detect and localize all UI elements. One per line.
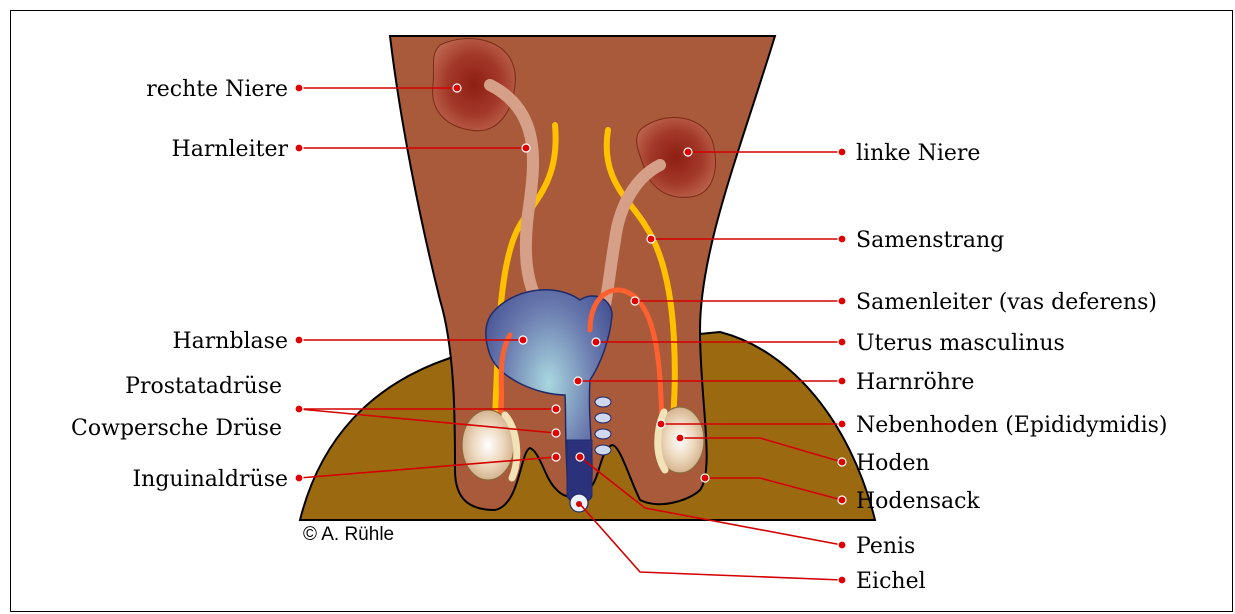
- dot-inguinal-outer: [295, 474, 303, 482]
- dot-nebenhoden-inner: [657, 420, 665, 428]
- dot-hoden-inner: [676, 434, 684, 442]
- label-penis: Penis: [856, 534, 915, 559]
- dot-inguinal-inner: [552, 453, 560, 461]
- dot-rechte-niere-inner: [453, 84, 461, 92]
- dot-harnblase-inner: [519, 336, 527, 344]
- label-samenleiter: Samenleiter (vas deferens): [856, 290, 1157, 315]
- label-nebenhoden: Nebenhoden (Epididymidis): [856, 413, 1168, 438]
- dot-samenstrang-inner: [647, 235, 655, 243]
- dot-samenstrang-outer: [838, 235, 846, 243]
- label-inguinaldruese: Inguinaldrüse: [132, 467, 288, 492]
- label-cowpersche-druese: Cowpersche Drüse: [71, 416, 282, 441]
- dot-prostata-inner: [552, 405, 560, 413]
- dot-hodensack-inner: [701, 474, 709, 482]
- label-prostatadruese: Prostatadrüse: [125, 374, 282, 399]
- label-hoden: Hoden: [856, 451, 930, 476]
- dot-hoden-outer: [838, 458, 846, 466]
- dot-samenleiter-outer: [838, 297, 846, 305]
- dot-penis-outer: [838, 541, 846, 549]
- dot-harnleiter-inner: [522, 144, 530, 152]
- dot-linke-niere-outer: [838, 148, 846, 156]
- gland-4: [595, 445, 611, 455]
- dot-harnleiter-outer: [295, 144, 303, 152]
- dot-cowper-inner: [552, 429, 560, 437]
- gland-3: [595, 429, 611, 439]
- dot-prostata-outer: [295, 405, 303, 413]
- penis-shape: [567, 440, 592, 503]
- dot-harnroehre-inner: [574, 377, 582, 385]
- gland-2: [595, 413, 611, 423]
- dot-harnroehre-outer: [838, 377, 846, 385]
- dot-penis-inner: [576, 453, 584, 461]
- label-linke-niere: linke Niere: [856, 141, 980, 166]
- gland-1: [595, 397, 611, 407]
- dot-linke-niere-inner: [684, 148, 692, 156]
- label-rechte-niere: rechte Niere: [146, 77, 288, 102]
- label-uterus-masculinus: Uterus masculinus: [856, 331, 1065, 356]
- dot-hodensack-outer: [838, 496, 846, 504]
- label-harnleiter: Harnleiter: [172, 137, 289, 162]
- label-harnroehre: Harnröhre: [856, 370, 974, 395]
- label-hodensack: Hodensack: [856, 489, 980, 514]
- dot-nebenhoden-outer: [838, 420, 846, 428]
- label-harnblase: Harnblase: [172, 329, 288, 354]
- label-eichel: Eichel: [856, 569, 926, 594]
- dot-rechte-niere-outer: [295, 84, 303, 92]
- dot-eichel-outer: [838, 576, 846, 584]
- right-kidney-shape: [433, 38, 516, 130]
- copyright-text: © A. Rühle: [303, 524, 394, 545]
- dot-harnblase-outer: [295, 336, 303, 344]
- label-samenstrang: Samenstrang: [856, 228, 1004, 253]
- dot-uterus-inner: [592, 338, 600, 346]
- dot-uterus-outer: [838, 338, 846, 346]
- dot-samenleiter-inner: [631, 297, 639, 305]
